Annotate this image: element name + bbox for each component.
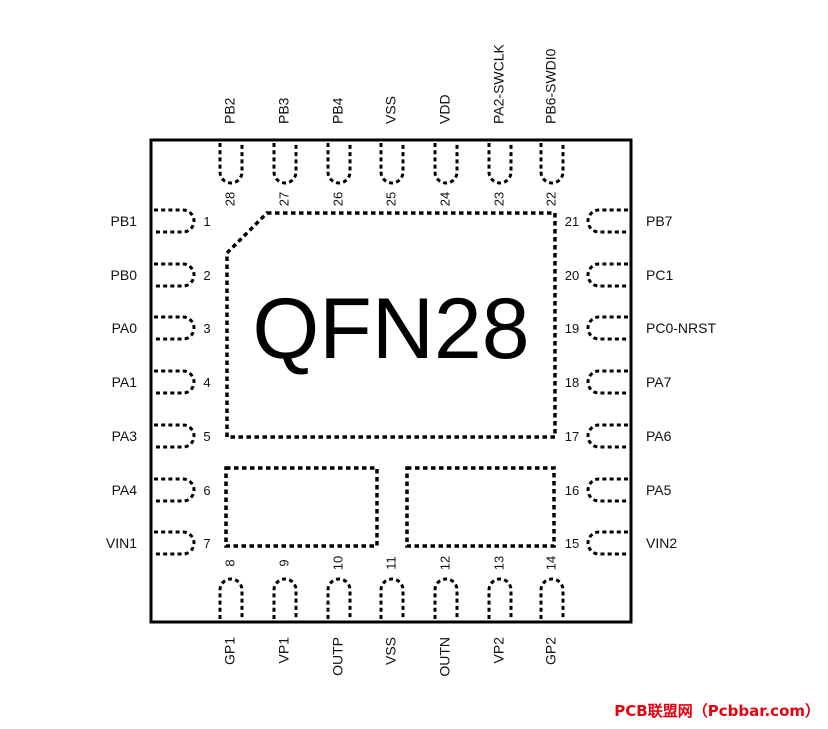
pin-number: 20: [565, 268, 579, 283]
pin-label: PA5: [646, 482, 672, 498]
pin-label: PB3: [276, 97, 292, 124]
pin-number: 11: [383, 556, 398, 570]
pin-number: 25: [383, 192, 398, 206]
pin-pad-left: [154, 369, 196, 395]
pin-pad-bottom: [379, 577, 405, 619]
pin-pad-left: [154, 262, 196, 288]
pin-number: 8: [222, 559, 237, 566]
pin-label: PA0: [112, 320, 138, 336]
pin-pad-bottom: [218, 577, 244, 619]
pin-number: 16: [565, 483, 579, 498]
pin-label: GP2: [543, 637, 559, 665]
pin-number: 19: [565, 321, 579, 336]
pin-pad-right: [586, 315, 628, 341]
pin-label: PB1: [111, 213, 138, 229]
pin-label: VDD: [437, 94, 453, 124]
pin-number: 9: [276, 559, 291, 566]
pin-pad-left: [154, 315, 196, 341]
pin-pad-right: [586, 423, 628, 449]
pin-pad-top: [218, 143, 244, 185]
pin-number: 24: [437, 192, 452, 206]
pin-number: 12: [437, 556, 452, 570]
pins-top-group: 22 PB6-SWDI0 23 PA2-SWCLK 24 VDD 25 VSS 26 PB4 27 P…: [218, 43, 565, 206]
pin-label: VP1: [276, 637, 292, 664]
pin-label: PA6: [646, 428, 672, 444]
pin-label: PA1: [112, 374, 138, 390]
pin-pad-left: [154, 208, 196, 234]
pin-number: 27: [276, 192, 291, 206]
pin-number: 10: [330, 556, 345, 570]
pin-label: PA7: [646, 374, 672, 390]
pin-pad-bottom: [272, 577, 298, 619]
pin-pad-top: [433, 143, 459, 185]
pin-number: 21: [565, 214, 579, 229]
pin-label: PB4: [330, 97, 346, 124]
exposed-pad-right: [405, 466, 556, 548]
pin-number: 22: [543, 192, 558, 206]
pin-number: 3: [203, 321, 210, 336]
pin-label: VSS: [383, 96, 399, 124]
exposed-pad-main: [225, 211, 557, 439]
pin-number: 13: [491, 556, 506, 570]
pins-left-group: 1 PB1 2 PB0 3 PA0 4 PA1 5 PA3 6 PA4 7 VIN1: [106, 208, 211, 556]
pin-number: 5: [203, 429, 210, 444]
pin-label: VIN1: [106, 535, 137, 551]
pins-right-group: 15 VIN2 16 PA5 17 PA6 18 PA7 19 PC0-NRST 20 PC1 21 PB…: [565, 208, 716, 556]
pin-label: VIN2: [646, 535, 677, 551]
pin-pad-right: [586, 208, 628, 234]
pin-label: PB6-SWDI0: [543, 48, 559, 124]
pin-label: PA2-SWCLK: [491, 43, 507, 124]
pin-label: PC0-NRST: [646, 320, 716, 336]
pin-pad-right: [586, 369, 628, 395]
pin-pad-right: [586, 530, 628, 556]
pin-number: 18: [565, 375, 579, 390]
pin-pad-left: [154, 423, 196, 449]
pin-pad-bottom: [433, 577, 459, 619]
package-body-outline: [149, 138, 633, 624]
pin-label: PB0: [111, 267, 138, 283]
pin-label: PC1: [646, 267, 673, 283]
pin-number: 17: [565, 429, 579, 444]
pin-label: OUTP: [330, 637, 346, 676]
pin-label: VP2: [491, 637, 507, 664]
pin-pad-top: [272, 143, 298, 185]
pin-label: OUTN: [437, 637, 453, 677]
pin-number: 7: [203, 536, 210, 551]
pin-number: 26: [330, 192, 345, 206]
pin-label: PA4: [112, 482, 138, 498]
pin-pad-left: [154, 530, 196, 556]
pin-label: PB2: [222, 97, 238, 124]
pin-number: 28: [222, 192, 237, 206]
pin-pad-bottom: [539, 577, 565, 619]
pin-pad-top: [487, 143, 513, 185]
pin-pad-top: [379, 143, 405, 185]
pin-pad-bottom: [326, 577, 352, 619]
pin-number: 14: [543, 556, 558, 570]
pin-number: 1: [203, 214, 210, 229]
pin-label: PB7: [646, 213, 673, 229]
pin-pad-top: [326, 143, 352, 185]
pin-label: VSS: [383, 637, 399, 665]
pin-label: GP1: [222, 637, 238, 665]
pin-number: 4: [203, 375, 210, 390]
pin-pad-right: [586, 477, 628, 503]
chip-title: QFN28: [252, 281, 529, 377]
pin-label: PA3: [112, 428, 138, 444]
pin-number: 2: [203, 268, 210, 283]
pin-pad-right: [586, 262, 628, 288]
pin-pad-top: [539, 143, 565, 185]
pin-pad-bottom: [487, 577, 513, 619]
watermark-text: PCB联盟网（Pcbbar.com）: [614, 702, 820, 720]
pin-pad-left: [154, 477, 196, 503]
pin-number: 6: [203, 483, 210, 498]
pin-number: 23: [491, 192, 506, 206]
pin-number: 15: [565, 536, 579, 551]
exposed-pad-left: [224, 466, 379, 548]
